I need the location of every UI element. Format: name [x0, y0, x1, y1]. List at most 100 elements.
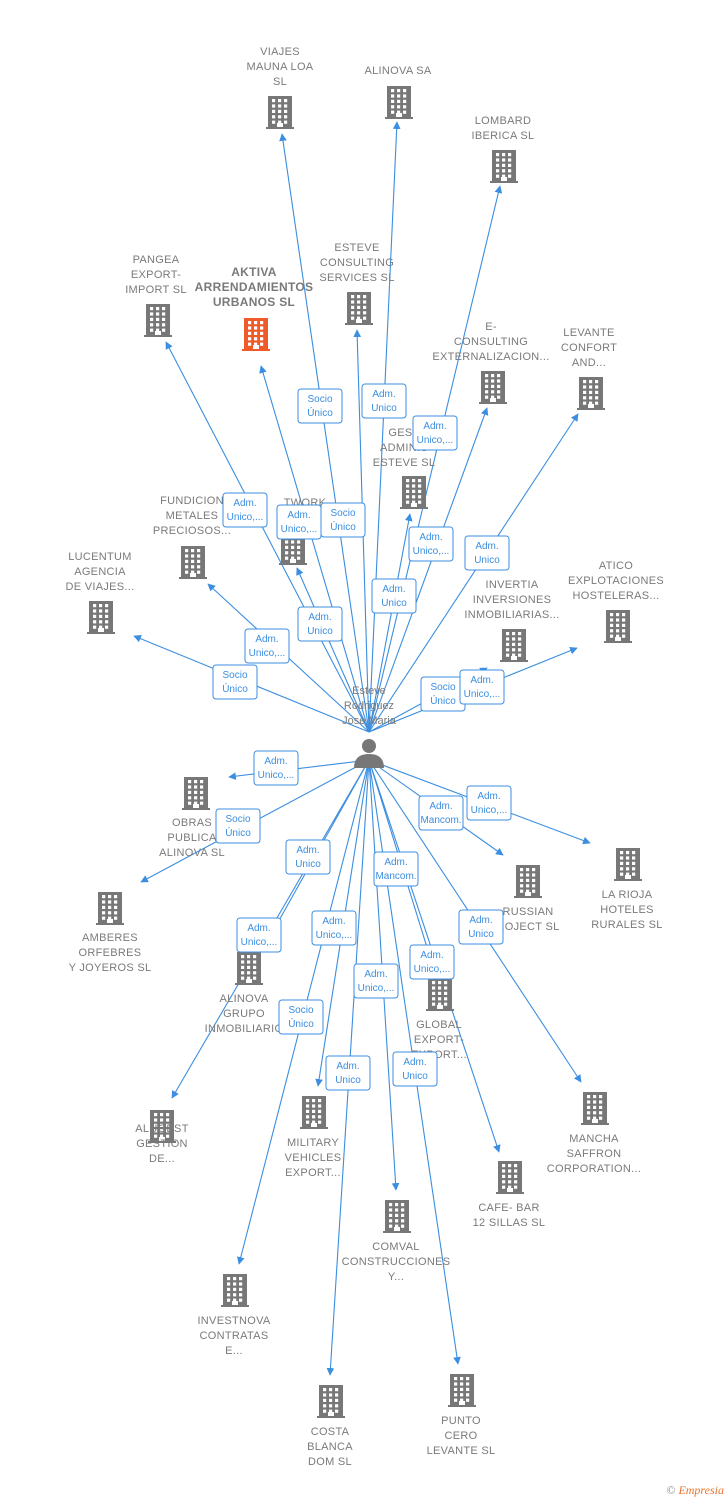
company-node-comval[interactable]: COMVALCONSTRUCCIONESY... — [342, 1200, 451, 1283]
company-label-line: E... — [225, 1345, 243, 1357]
relation-badge-network[interactable]: Adm.Unico — [297, 606, 343, 642]
relation-badge-text: Adm. — [287, 510, 310, 521]
person-icon — [354, 739, 384, 768]
company-label-line: HOSTELERAS... — [572, 590, 659, 602]
relation-badge-box — [353, 963, 399, 999]
relation-badge-gest-esteve[interactable]: Adm.Unico — [371, 578, 417, 614]
company-label-line: EXPLOTACIONES — [568, 575, 664, 587]
company-node-investnova[interactable]: INVESTNOVACONTRATASE... — [197, 1274, 271, 1357]
relation-badge-military-vehicles[interactable]: Adm.Unico,... — [311, 910, 357, 946]
company-label-line: ORFEBRES — [79, 947, 142, 959]
company-node-levante-confort[interactable]: LEVANTECONFORTAND... — [561, 327, 617, 410]
relation-badge-text: Mancom. — [375, 871, 416, 882]
relation-badge-costa-blanca[interactable]: Adm.Unico — [325, 1055, 371, 1091]
relation-badge-box — [297, 606, 343, 642]
relation-badge-box — [409, 944, 455, 980]
brand-logo-text: Empresia — [678, 1483, 724, 1497]
edge-obras-publicas — [228, 759, 370, 780]
company-node-invertia[interactable]: INVERTIAINVERSIONESINMOBILIARIAS... — [464, 579, 559, 662]
relation-badge-obras-publicas[interactable]: Adm.Unico,... — [253, 750, 299, 786]
relation-badge-text: Unico,... — [414, 964, 451, 975]
relation-badge-lombard-iberica[interactable]: Adm.Unico,... — [412, 415, 458, 451]
relation-badge-text: Único — [330, 520, 356, 533]
relation-badge-text: Adm. — [382, 584, 405, 595]
company-node-alugest[interactable]: ALUGESTGESTIONDE... — [135, 1110, 188, 1165]
relation-badge-text: Adm. — [247, 923, 270, 934]
relation-badge-global-export[interactable]: Adm.Mancom. — [373, 851, 419, 887]
company-label-line: OBRAS — [172, 817, 212, 829]
company-node-global-export[interactable]: GLOBALEXPORT-EXPORT... — [411, 978, 467, 1061]
relation-badge-punto-cero[interactable]: Adm.Unico — [392, 1051, 438, 1087]
relation-badge-russian-project[interactable]: Adm. Mancom. — [418, 795, 464, 831]
relation-badge-e-consulting[interactable]: Adm.Unico,... — [408, 526, 454, 562]
company-node-atico[interactable]: ATICOEXPLOTACIONESHOSTELERAS... — [568, 560, 664, 643]
relation-badge-text: Unico — [371, 403, 397, 414]
company-label-line: AMBERES — [82, 932, 138, 944]
relation-badge-cafe-bar[interactable]: Adm.Unico,... — [409, 944, 455, 980]
building-icon — [148, 1110, 176, 1143]
relation-badge-mancha-saffron[interactable]: Adm.Unico — [458, 909, 504, 945]
relation-badge-text: Mancom. — [420, 815, 461, 826]
relation-badge-box — [236, 917, 282, 953]
building-icon — [266, 96, 294, 129]
relation-badge-aktiva[interactable]: Adm.Unico,... — [276, 504, 322, 540]
company-label-line: EXPORT... — [285, 1167, 341, 1179]
relation-badge-box — [244, 628, 290, 664]
company-label-line: SERVICES SL — [319, 272, 394, 284]
building-icon — [490, 150, 518, 183]
company-label-line: PUNTO — [441, 1415, 481, 1427]
company-node-alinova-sa[interactable]: ALINOVA SA — [365, 65, 432, 119]
company-label-line: URBANOS SL — [213, 295, 295, 309]
relation-badge-box — [222, 492, 268, 528]
company-label-line: CONSULTING — [454, 336, 528, 348]
relation-badge-text: Adm. — [296, 845, 319, 856]
relation-badge-la-rioja[interactable]: Adm.Unico,... — [466, 785, 512, 821]
relation-badge-text: Adm. — [429, 801, 452, 812]
company-node-mancha-saffron[interactable]: MANCHASAFFRONCORPORATION... — [547, 1092, 641, 1175]
relation-badge-atico[interactable]: Adm.Unico,... — [459, 669, 505, 705]
relation-badge-text: Adm. — [322, 916, 345, 927]
relation-badge-comval[interactable]: Adm.Unico,... — [353, 963, 399, 999]
company-node-fundicion[interactable]: FUNDICIONMETALESPRECIOSOS... — [153, 495, 231, 579]
relation-badge-alinova-grupo[interactable]: Adm.Unico — [285, 839, 331, 875]
company-node-e-consulting[interactable]: E-CONSULTINGEXTERNALIZACION... — [432, 321, 549, 404]
relation-badge-alugest[interactable]: Adm.Unico,... — [236, 917, 282, 953]
relation-badge-text: Unico,... — [413, 546, 450, 557]
relation-badge-levante-confort[interactable]: Adm.Unico — [464, 535, 510, 571]
relation-badge-text: Adm. — [475, 541, 498, 552]
company-label-line: EXTERNALIZACION... — [432, 351, 549, 363]
relation-badge-text: Único — [225, 826, 251, 839]
relation-badge-alinova-sa[interactable]: Adm.Unico — [361, 383, 407, 419]
relation-badge-pangea[interactable]: Adm.Unico,... — [222, 492, 268, 528]
footer-brand[interactable]: © Empresia — [666, 1483, 724, 1498]
company-label-line: RUSSIAN — [503, 906, 554, 918]
building-icon — [577, 377, 605, 410]
relation-badge-fundicion[interactable]: Adm.Unico,... — [244, 628, 290, 664]
company-node-military-vehicles[interactable]: MILITARYVEHICLESEXPORT... — [285, 1096, 342, 1179]
relation-badge-box — [361, 383, 407, 419]
relation-badge-text: Socio — [430, 682, 455, 693]
relation-badge-box — [320, 502, 366, 538]
